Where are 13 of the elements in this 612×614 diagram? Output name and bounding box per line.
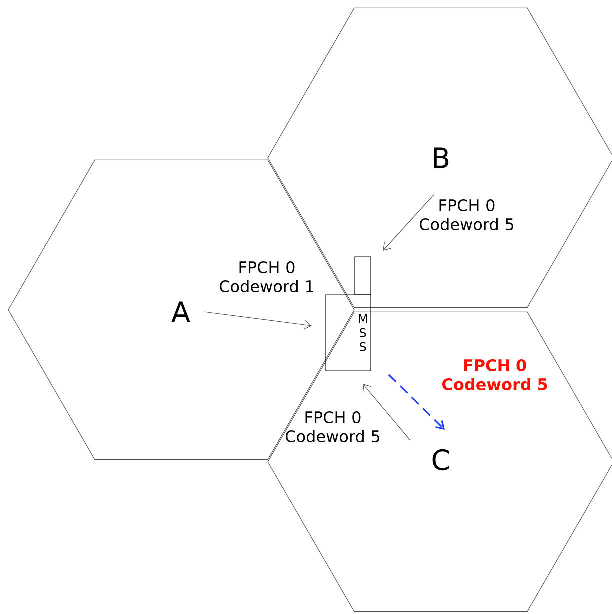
hexagon-cell xyxy=(268,312,612,612)
edge-label: FPCH 0 Codeword 5 xyxy=(420,199,514,231)
arrow xyxy=(388,374,445,430)
arrow xyxy=(383,194,434,251)
edge-label: FPCH 0 Codeword 5 xyxy=(286,411,380,443)
cell-letter: C xyxy=(432,449,450,471)
arrow xyxy=(204,312,312,330)
edge-label: FPCH 0 Codeword 5 xyxy=(442,359,548,391)
arrow xyxy=(363,384,410,440)
cell-letter: A xyxy=(172,302,190,322)
mobile-station-drawing: M S S xyxy=(326,256,372,372)
cell-letter: B xyxy=(434,148,449,168)
edge-label: FPCH 0 Codeword 1 xyxy=(220,261,314,293)
